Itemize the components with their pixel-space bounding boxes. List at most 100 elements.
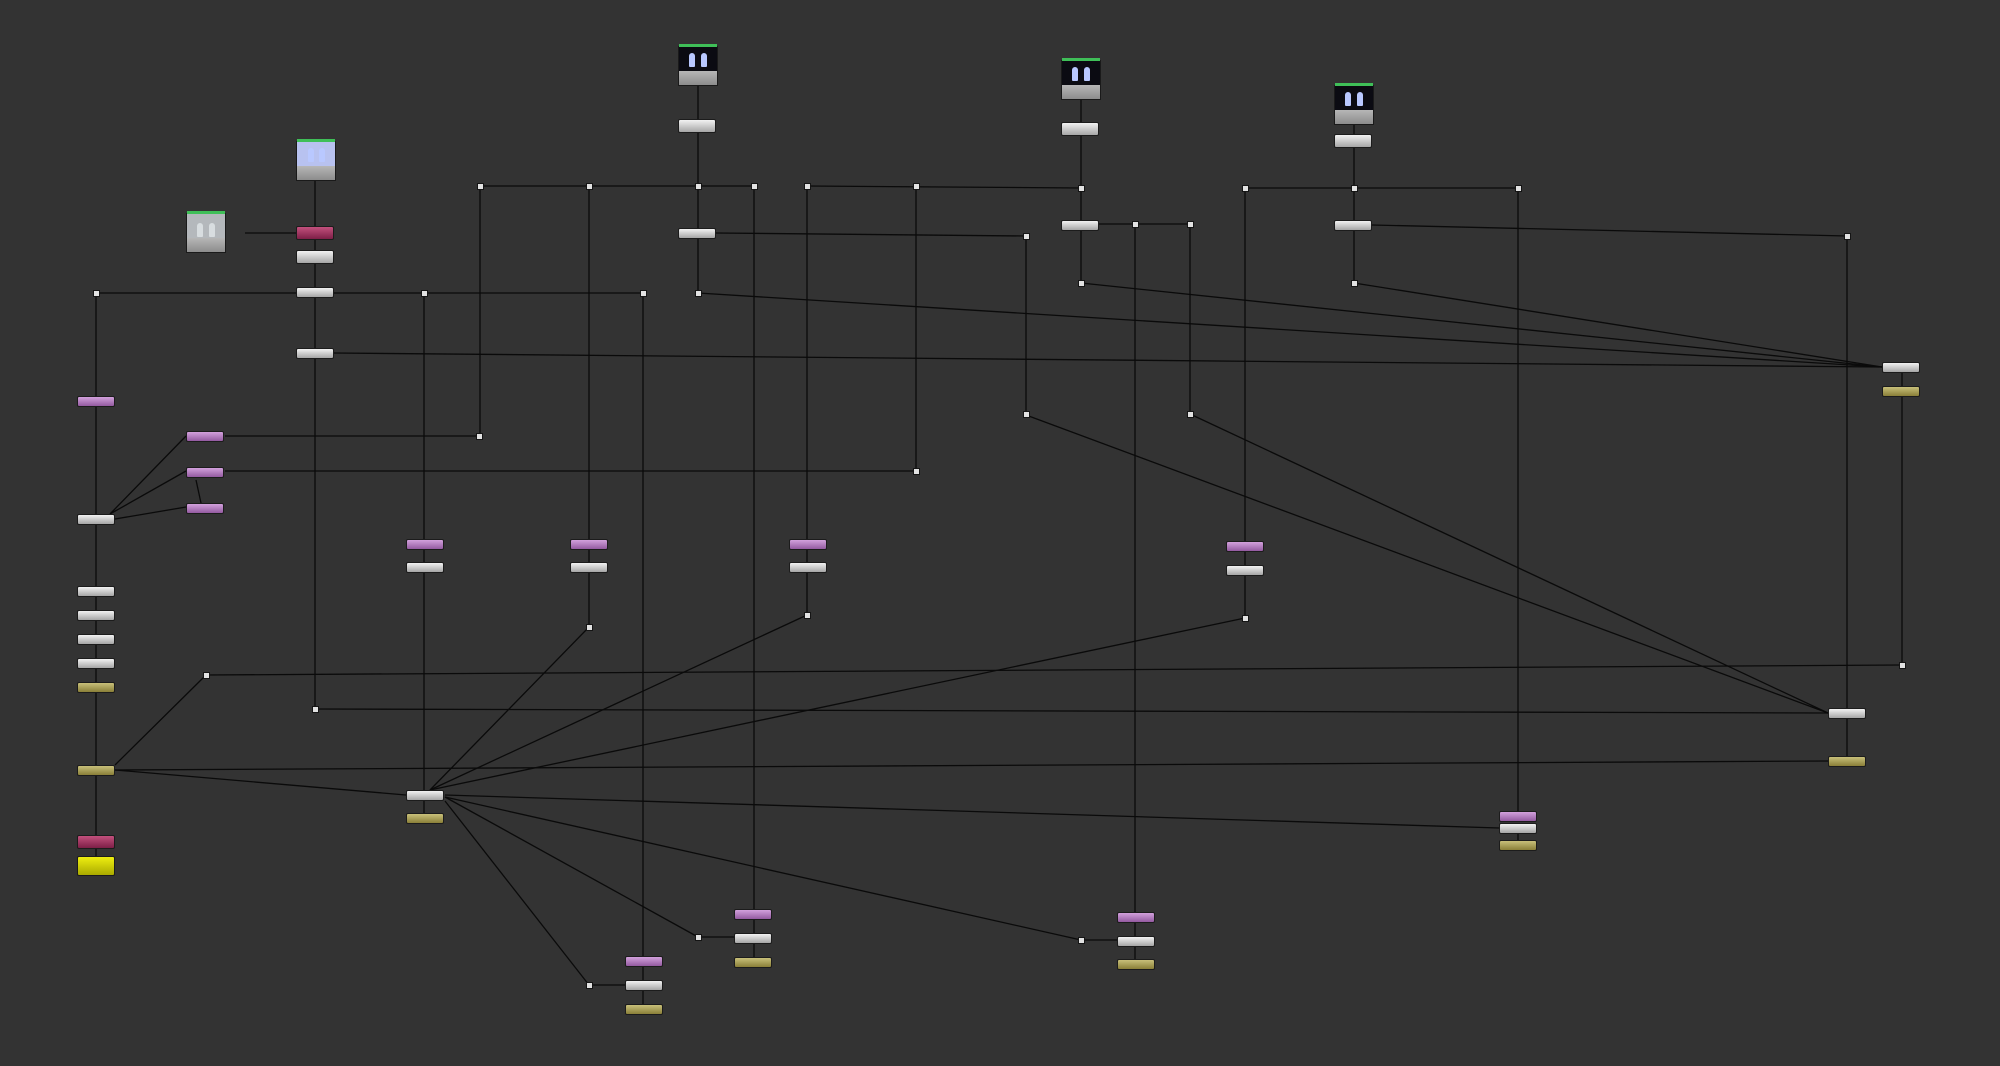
wire <box>444 800 590 986</box>
color-node-r4[interactable] <box>1061 220 1099 231</box>
purple-node-col2[interactable] <box>406 539 444 550</box>
olive-node-right-top[interactable] <box>1882 386 1920 397</box>
olive-node-center[interactable] <box>406 813 444 824</box>
dot-node[interactable] <box>1078 185 1085 192</box>
white-node-col5[interactable] <box>1226 565 1264 576</box>
dot-node[interactable] <box>477 183 484 190</box>
color-node-r5[interactable] <box>1334 220 1372 231</box>
reader-status-bar <box>187 211 225 214</box>
white-node-bottom-d[interactable] <box>1499 823 1537 834</box>
dot-node[interactable] <box>913 183 920 190</box>
dot-node[interactable] <box>203 672 210 679</box>
dot-node[interactable] <box>1899 662 1906 669</box>
dot-node[interactable] <box>586 982 593 989</box>
reader-node-r2[interactable] <box>186 211 226 253</box>
purple-node-bottom-b[interactable] <box>734 909 772 920</box>
reader-status-bar <box>297 139 335 142</box>
dot-node[interactable] <box>1078 937 1085 944</box>
dot-node[interactable] <box>640 290 647 297</box>
dot-node[interactable] <box>913 468 920 475</box>
olive-node-left-1[interactable] <box>77 682 115 693</box>
white-node-left-4[interactable] <box>77 658 115 669</box>
dot-node[interactable] <box>586 624 593 631</box>
dot-node[interactable] <box>1187 221 1194 228</box>
dot-node[interactable] <box>312 706 319 713</box>
white-node-left-3[interactable] <box>77 634 115 645</box>
dot-node[interactable] <box>1242 615 1249 622</box>
dot-node[interactable] <box>1351 185 1358 192</box>
white-node-col2[interactable] <box>406 562 444 573</box>
wire <box>1371 224 1848 237</box>
dot-node[interactable] <box>804 612 811 619</box>
white-node-col4[interactable] <box>789 562 827 573</box>
merge-node-top[interactable] <box>296 226 334 240</box>
reader-node-r4[interactable] <box>1061 58 1101 100</box>
color-node-r3[interactable] <box>678 228 716 239</box>
dot-node[interactable] <box>695 934 702 941</box>
dot-node[interactable] <box>804 183 811 190</box>
dot-node[interactable] <box>751 183 758 190</box>
merge-node-center[interactable] <box>406 790 444 801</box>
reader-status-bar <box>679 44 717 47</box>
purple-node-left-3[interactable] <box>186 467 224 478</box>
dot-node[interactable] <box>1023 411 1030 418</box>
merge-node-left[interactable] <box>77 514 115 525</box>
dot-node[interactable] <box>1132 221 1139 228</box>
magenta-node-left-bottom[interactable] <box>77 835 115 849</box>
olive-node-bottom-d[interactable] <box>1499 840 1537 851</box>
dot-node[interactable] <box>1078 280 1085 287</box>
olive-node-bottom-c[interactable] <box>1117 959 1155 970</box>
olive-node-bottom-a[interactable] <box>625 1004 663 1015</box>
dot-node[interactable] <box>1023 233 1030 240</box>
white-node-bottom-b[interactable] <box>734 933 772 944</box>
transform-node-r3[interactable] <box>678 119 716 133</box>
purple-node-col3[interactable] <box>570 539 608 550</box>
dot-node[interactable] <box>1187 411 1194 418</box>
purple-node-bottom-a[interactable] <box>625 956 663 967</box>
purple-node-left-1[interactable] <box>77 396 115 407</box>
reader-footer <box>679 71 717 85</box>
reader-node-r3[interactable] <box>678 44 718 86</box>
white-node-left-1[interactable] <box>77 586 115 597</box>
dot-node[interactable] <box>695 290 702 297</box>
dot-node[interactable] <box>1844 233 1851 240</box>
dot-node[interactable] <box>1351 280 1358 287</box>
purple-node-left-4[interactable] <box>186 503 224 514</box>
dot-node[interactable] <box>93 290 100 297</box>
merge-node-right-top[interactable] <box>1882 362 1920 373</box>
white-node-col3[interactable] <box>570 562 608 573</box>
transform-node-r4[interactable] <box>1061 122 1099 136</box>
write-node-output[interactable] <box>77 856 115 876</box>
olive-node-left-merge[interactable] <box>77 765 115 776</box>
wire <box>806 185 1082 189</box>
white-node-bottom-a[interactable] <box>625 980 663 991</box>
olive-node-bottom-b[interactable] <box>734 957 772 968</box>
transform-node-r5[interactable] <box>1334 134 1372 148</box>
transform-node-top[interactable] <box>296 250 334 264</box>
dot-node[interactable] <box>1515 185 1522 192</box>
reader-footer <box>297 166 335 180</box>
wire <box>1025 414 1829 714</box>
merge-node-right-mid[interactable] <box>1828 708 1866 719</box>
dot-node[interactable] <box>586 183 593 190</box>
dot-node[interactable] <box>1242 185 1249 192</box>
wire <box>429 617 1246 791</box>
white-node-left-2[interactable] <box>77 610 115 621</box>
reader-node-r1[interactable] <box>296 139 336 181</box>
reader-node-r5[interactable] <box>1334 83 1374 125</box>
olive-node-right-mid[interactable] <box>1828 756 1866 767</box>
color-node-a[interactable] <box>296 287 334 298</box>
white-node-bottom-c[interactable] <box>1117 936 1155 947</box>
dot-node[interactable] <box>421 290 428 297</box>
purple-node-col5[interactable] <box>1226 541 1264 552</box>
dot-node[interactable] <box>695 183 702 190</box>
purple-node-left-2[interactable] <box>186 431 224 442</box>
purple-node-bottom-d[interactable] <box>1499 811 1537 822</box>
purple-node-col4[interactable] <box>789 539 827 550</box>
reader-thumbnail <box>297 142 335 166</box>
dot-node[interactable] <box>476 433 483 440</box>
color-node-b[interactable] <box>296 348 334 359</box>
purple-node-bottom-c[interactable] <box>1117 912 1155 923</box>
